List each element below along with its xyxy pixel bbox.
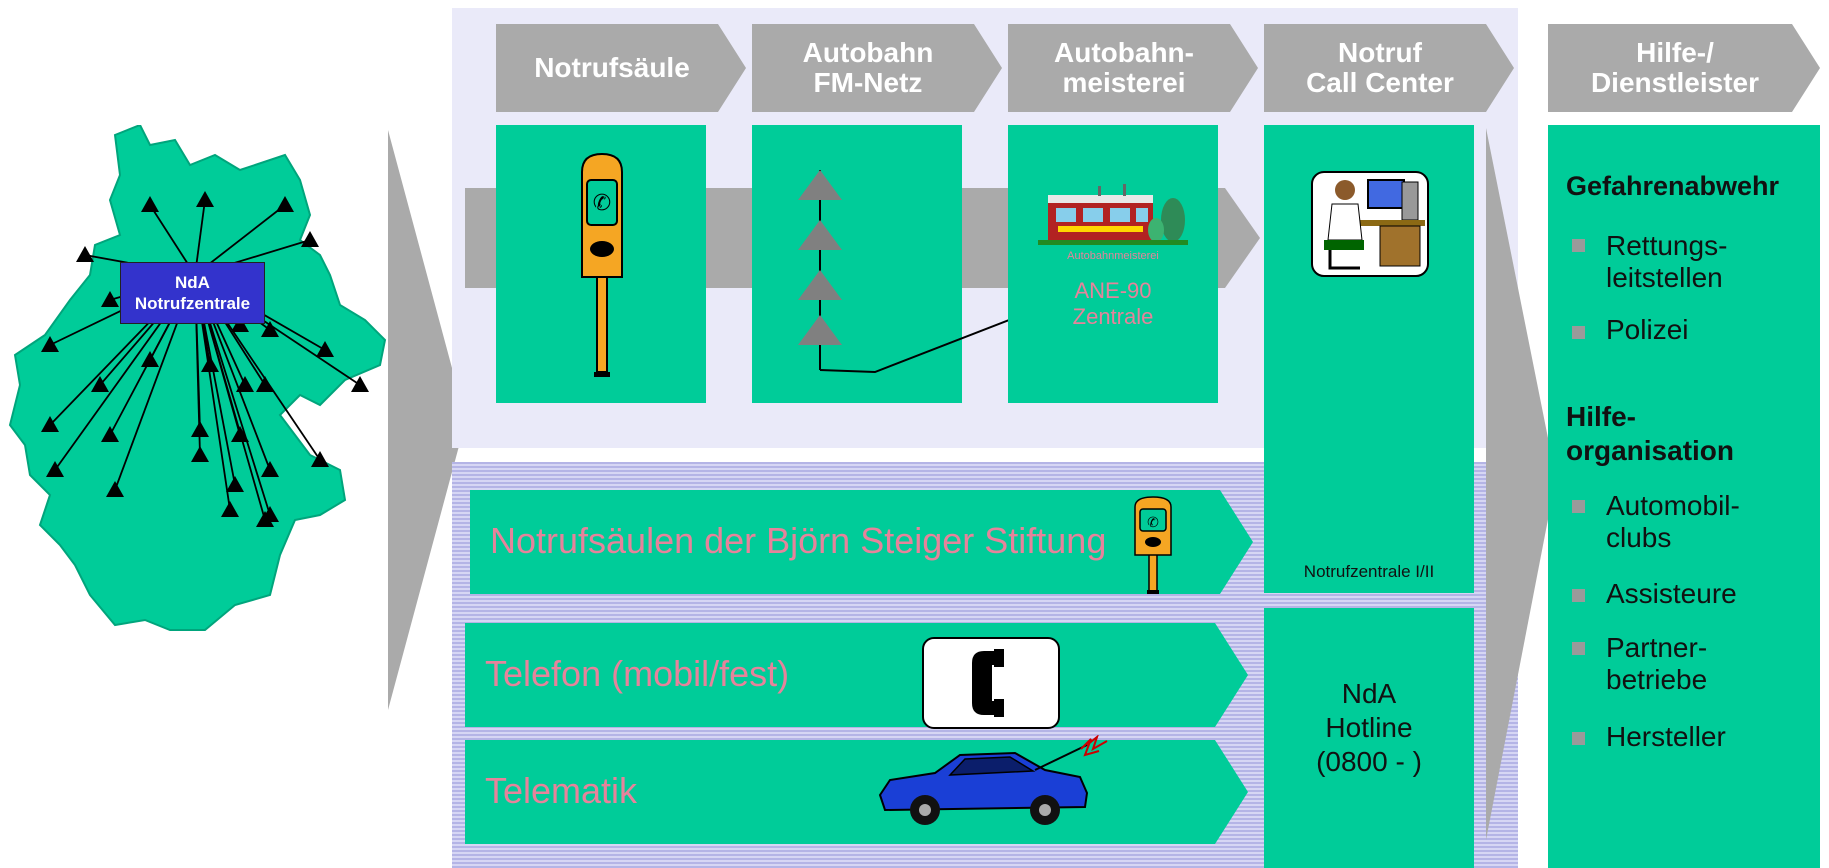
map-node-triangle xyxy=(91,376,109,392)
item-automobilclubs: Automobil- clubs xyxy=(1606,490,1740,553)
bullet xyxy=(1572,326,1585,339)
map-node-triangle xyxy=(76,246,94,262)
map-node-triangle xyxy=(261,321,279,337)
zentrale-label: ANE-90 Zentrale xyxy=(1072,278,1154,329)
map-node-triangle xyxy=(226,476,244,492)
germany-map xyxy=(8,125,387,631)
svg-text:✆: ✆ xyxy=(593,191,611,216)
right-chevron xyxy=(1486,128,1556,840)
map-node-triangle xyxy=(301,231,319,247)
operator-icon xyxy=(1311,171,1429,277)
building-icon xyxy=(1038,184,1188,245)
header-notrufsaeule: Notrufsäule xyxy=(496,24,746,112)
item-partnerbetriebe: Partner- betriebe xyxy=(1606,632,1708,695)
map-node-triangle xyxy=(191,421,209,437)
map-node-triangle xyxy=(261,506,279,522)
bullet xyxy=(1572,642,1585,655)
map-node-triangle xyxy=(276,196,294,212)
row-label-telematik: Telematik xyxy=(485,770,638,811)
map-node-triangle xyxy=(196,191,214,207)
phone-icon xyxy=(922,637,1060,729)
left-chevron xyxy=(388,130,466,710)
group1-title: Gefahrenabwehr xyxy=(1566,171,1780,201)
box-fm-netz xyxy=(752,125,962,403)
map-node-triangle xyxy=(41,416,59,432)
antenna-triangles-icon xyxy=(798,170,1041,374)
svg-text:✆: ✆ xyxy=(1147,515,1159,531)
map-node-triangle xyxy=(316,341,334,357)
header-autobahnmeisterei: Autobahn- meisterei xyxy=(1008,24,1258,112)
bullet xyxy=(1572,732,1585,745)
map-node-triangle xyxy=(101,291,119,307)
bullet xyxy=(1572,239,1585,252)
header-autobahn-fm-netz: Autobahn FM-Netz xyxy=(752,24,1002,112)
map-node-triangle xyxy=(261,461,279,477)
header-hilfe-dienstleister: Hilfe-/ Dienstleister xyxy=(1548,24,1820,112)
map-node-triangle xyxy=(141,196,159,212)
map-node-triangle xyxy=(106,481,124,497)
call-center-label: Notrufzentrale I/II xyxy=(1303,562,1435,581)
row-arrow-notrufsaeulen xyxy=(470,490,1253,594)
map-node-triangle xyxy=(231,316,249,332)
car-icon xyxy=(878,735,1108,825)
box-autobahnmeisterei xyxy=(1008,125,1218,403)
map-node-triangle xyxy=(201,356,219,372)
map-center-box: NdA Notrufzentrale xyxy=(120,262,265,324)
row-label-notrufsaeulen: Notrufsäulen der Björn Steiger Stiftung xyxy=(490,520,1107,561)
building-label: Autobahnmeisterei xyxy=(1067,250,1159,262)
map-node-triangle xyxy=(221,501,239,517)
header-notruf-call-center: Notruf Call Center xyxy=(1264,24,1514,112)
item-hersteller: Hersteller xyxy=(1606,721,1726,752)
bullet xyxy=(1572,589,1585,602)
map-node-triangle xyxy=(101,426,119,442)
map-node-triangle xyxy=(236,376,254,392)
map-node-triangle xyxy=(191,446,209,462)
map-node-triangle xyxy=(41,336,59,352)
map-node-triangle xyxy=(46,461,64,477)
map-node-triangle xyxy=(311,451,329,467)
box-hotline: NdA Hotline (0800 - ) xyxy=(1264,608,1474,868)
item-assisteure: Assisteure xyxy=(1606,578,1737,609)
map-node-triangle xyxy=(351,376,369,392)
map-node-triangle xyxy=(231,426,249,442)
item-polizei: Polizei xyxy=(1606,314,1689,345)
map-node-triangle xyxy=(141,351,159,367)
group2-title: Hilfe- organisation xyxy=(1566,401,1735,466)
item-rettungsleitstellen: Rettungs- leitstellen xyxy=(1606,230,1728,293)
map-center-label: NdA Notrufzentrale xyxy=(134,273,251,313)
row-label-telefon: Telefon (mobil/fest) xyxy=(485,653,790,694)
map-node-triangle xyxy=(256,376,274,392)
row-pillar-icon: ✆ xyxy=(1134,496,1172,594)
box-dienstleister xyxy=(1548,125,1820,868)
bullet xyxy=(1572,500,1585,513)
hotline-label: NdA Hotline (0800 - ) xyxy=(1316,678,1422,777)
emergency-pillar-icon: ✆ xyxy=(581,152,623,377)
